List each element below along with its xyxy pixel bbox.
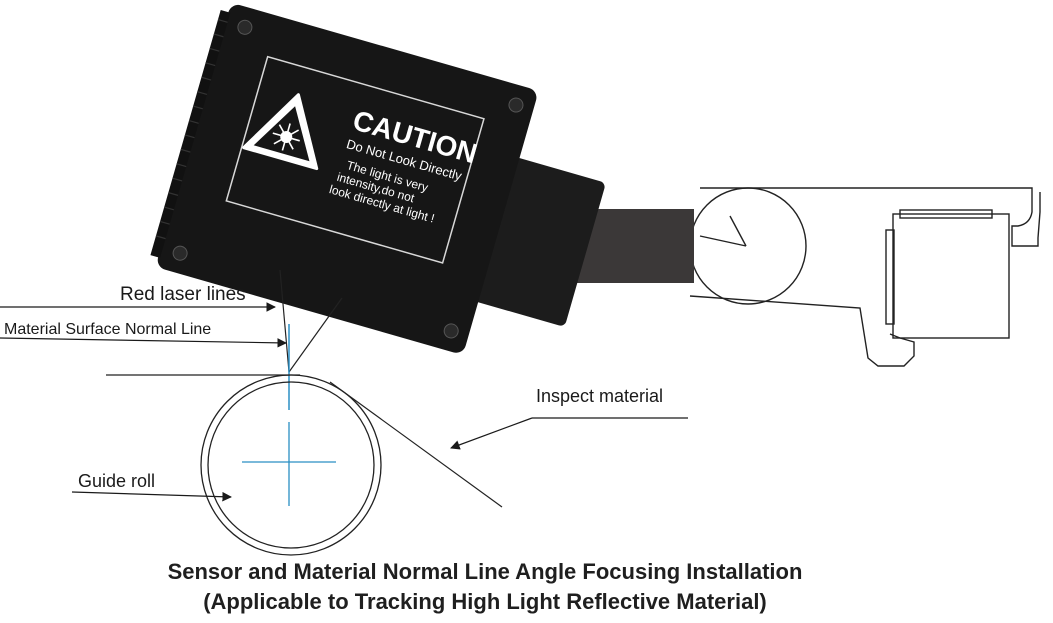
caution-label-plate (225, 55, 485, 264)
screw-icon (237, 19, 253, 35)
laser-sensor: CAUTION Do Not Look Directly The light i… (150, 4, 605, 353)
screw-icon (443, 323, 459, 339)
inspect-material-arrow (450, 417, 533, 450)
laser-warning-icon (242, 93, 319, 171)
screw-icon (508, 97, 524, 113)
caption-title: Sensor and Material Normal Line Angle Fo… (167, 559, 803, 584)
screw-icon (172, 245, 188, 261)
normal-line-leader (0, 337, 287, 348)
pivot-circle (689, 187, 807, 305)
guide-roll-leader (71, 491, 232, 502)
label-guide-roll: Guide roll (78, 471, 155, 491)
bracket-clamp-block (892, 213, 1010, 339)
label-red-laser-lines: Red laser lines (120, 284, 246, 305)
red-laser-lines (279, 269, 343, 373)
label-inspect-material: Inspect material (536, 386, 663, 406)
label-normal-line: Material Surface Normal Line (4, 321, 211, 338)
guide-roll (200, 374, 382, 556)
mounting-bracket (689, 187, 1041, 367)
caption-subtitle: (Applicable to Tracking High Light Refle… (203, 589, 767, 614)
inspect-material-line (106, 374, 503, 508)
roll-center-cross (242, 422, 336, 506)
